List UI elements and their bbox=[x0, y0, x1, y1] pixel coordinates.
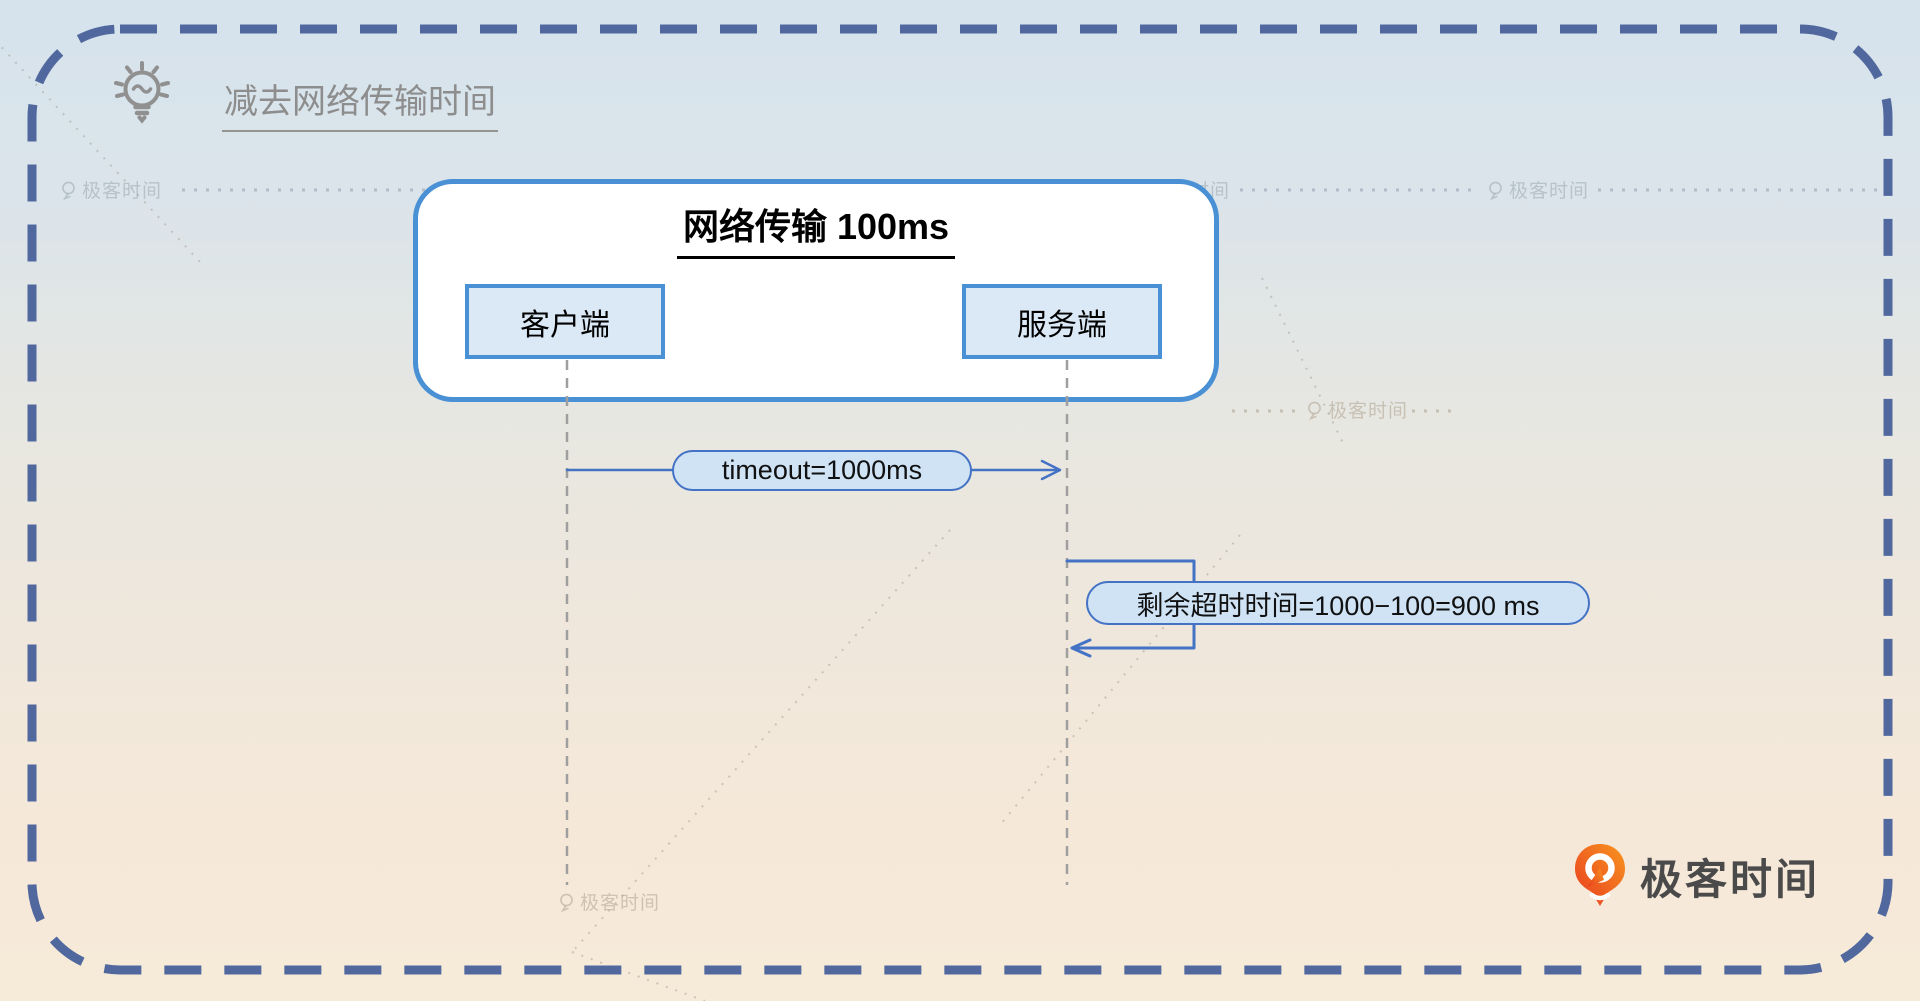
panel-title: 网络传输 100ms bbox=[418, 198, 1214, 259]
brand-logo: 极客时间 bbox=[1574, 843, 1820, 909]
actor-client: 客户端 bbox=[465, 284, 665, 359]
dashed-frame-border bbox=[27, 24, 1893, 975]
actor-server-label: 服务端 bbox=[1017, 308, 1107, 342]
brand-logo-text: 极客时间 bbox=[1640, 855, 1821, 903]
brand-logo-icon bbox=[1575, 844, 1625, 906]
network-transfer-panel: 网络传输 100ms 客户端 服务端 bbox=[413, 179, 1219, 402]
remaining-timeout-label: 剩余超时时间=1000−100=900 ms bbox=[1086, 581, 1590, 625]
actor-server: 服务端 bbox=[962, 284, 1162, 359]
actor-client-label: 客户端 bbox=[520, 308, 610, 342]
panel-title-text: 网络传输 100ms bbox=[676, 198, 956, 259]
diagonal-dotted-line bbox=[0, 43, 1346, 1001]
timeout-message-label: timeout=1000ms bbox=[672, 450, 972, 491]
lightbulb-icon bbox=[114, 61, 170, 124]
tip-label: 减去网络传输时间 bbox=[222, 74, 498, 132]
